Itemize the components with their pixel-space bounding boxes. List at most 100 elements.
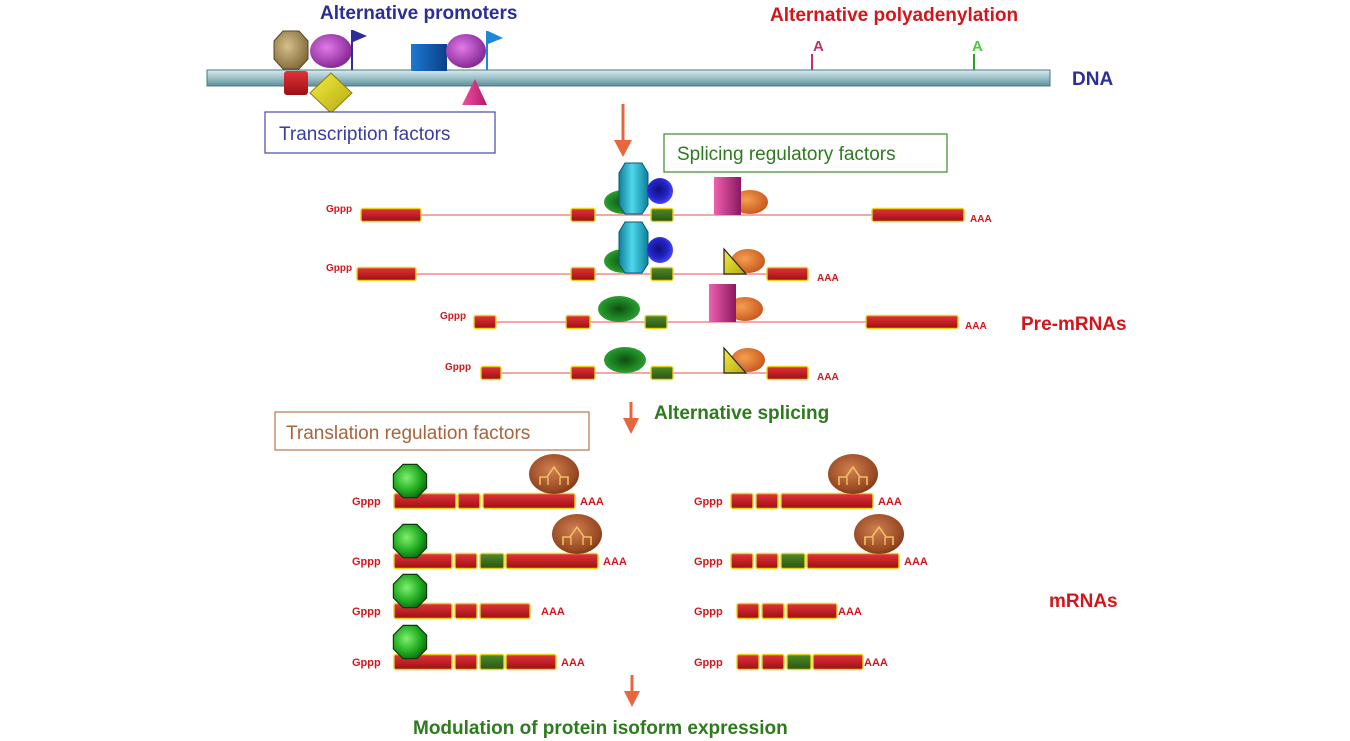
green-oval-factor: [604, 347, 646, 373]
polya-site-2: A: [972, 38, 983, 70]
brown-oval: [552, 514, 602, 554]
ribosome-glyph-icon: [562, 525, 592, 545]
mrna-row: Gppp AAA: [694, 514, 928, 570]
ribosome-glyph-icon: [864, 525, 894, 545]
cap-label: Gppp: [326, 263, 352, 274]
cyan-hex-factor: [618, 162, 649, 215]
polya-tail-label: AAA: [817, 273, 839, 284]
arrow-modulation: [624, 675, 640, 707]
dna-strand: [206, 69, 1051, 87]
polya-tail-label: AAA: [838, 606, 862, 618]
blue-ball-factor: [647, 178, 673, 204]
green-octagon-factor: [392, 463, 428, 499]
exon-red: [730, 492, 754, 510]
pink-block-factor: [709, 284, 736, 322]
translation-factors-box: [274, 411, 590, 451]
exon-green: [780, 552, 806, 570]
cap-label: Gppp: [352, 556, 381, 568]
exon-red: [482, 492, 576, 510]
exon-green: [479, 552, 505, 570]
cap-label: Gppp: [440, 311, 466, 322]
exon-red: [730, 552, 754, 570]
yellow-triangle-factor: [723, 346, 748, 374]
modulation-label: Modulation of protein isoform expression: [413, 718, 788, 739]
cap-label: Gppp: [326, 204, 352, 215]
exon-red: [480, 365, 502, 381]
magenta-triangle-factor: [462, 79, 487, 105]
green-oval-factor: [598, 296, 640, 322]
mrna-row: Gppp AAA: [352, 514, 627, 570]
polya-tail-label: AAA: [970, 214, 992, 225]
cap-label: Gppp: [352, 657, 381, 669]
exon-red: [766, 365, 809, 381]
exon-red: [454, 552, 478, 570]
purple-oval-factor: [310, 34, 352, 68]
brown-ribosome-factor: [854, 514, 904, 554]
mrna-row: Gppp AAA: [694, 602, 862, 620]
polya-tail-label: AAA: [561, 657, 585, 669]
alt-splicing-label: Alternative splicing: [654, 403, 829, 424]
exon-red: [505, 653, 557, 671]
green-octagon-factor: [392, 573, 428, 609]
splicing-factors-box: [663, 133, 948, 173]
alt-polyadenylation-title: Alternative polyadenylation: [770, 5, 1018, 26]
pre-mrnas-label: Pre-mRNAs: [1021, 314, 1127, 335]
tan-octagon-factor: [273, 30, 309, 70]
exon-red: [736, 653, 760, 671]
ribosome-glyph-icon: [838, 465, 868, 485]
exon-red: [865, 314, 959, 330]
exon-red: [806, 552, 900, 570]
mrna-row: Gppp AAA: [352, 624, 585, 671]
cap-label: Gppp: [694, 657, 723, 669]
exon-red: [761, 602, 785, 620]
blue-ball-factor: [647, 237, 673, 263]
cap-label: Gppp: [352, 496, 381, 508]
exon-green: [650, 207, 674, 223]
polya-site-1-label: A: [813, 38, 824, 55]
exon-red: [755, 552, 779, 570]
exon-green: [786, 653, 812, 671]
exon-red: [736, 602, 760, 620]
cap-label: Gppp: [445, 362, 471, 373]
exon-green: [650, 266, 674, 282]
exon-red: [570, 266, 596, 282]
polya-tail-label: AAA: [904, 556, 928, 568]
promoter-2-flag-icon: [488, 31, 503, 44]
exon-red: [360, 207, 422, 223]
polya-tail-label: AAA: [580, 496, 604, 508]
exon-green: [650, 365, 674, 381]
splicing-factors-label: Splicing regulatory factors: [677, 144, 896, 165]
polya-tail-label: AAA: [817, 372, 839, 383]
polya-tail-label: AAA: [878, 496, 902, 508]
exon-red: [454, 653, 478, 671]
exon-red: [565, 314, 591, 330]
red-square-factor: [284, 71, 308, 95]
cap-label: Gppp: [694, 606, 723, 618]
exon-red: [780, 492, 874, 510]
exon-red: [356, 266, 417, 282]
promoter-2-factors: [411, 31, 503, 105]
brown-ribosome-factor: [529, 454, 579, 494]
cap-label: Gppp: [352, 606, 381, 618]
arrow-splicing: [623, 402, 639, 434]
exon-red: [812, 653, 864, 671]
transcription-factors-label: Transcription factors: [279, 124, 450, 145]
polya-site-1: A: [811, 38, 824, 70]
cap-label: Gppp: [694, 556, 723, 568]
ribosome-glyph-icon: [539, 465, 569, 485]
exon-red: [505, 552, 599, 570]
polya-tail-label: AAA: [603, 556, 627, 568]
exon-red: [454, 602, 478, 620]
exon-red: [457, 492, 481, 510]
alt-promoters-title: Alternative promoters: [320, 3, 517, 24]
exon-red: [761, 653, 785, 671]
cyan-hex-factor: [618, 221, 649, 274]
green-octagon-factor: [392, 624, 428, 660]
exon-red: [570, 365, 596, 381]
